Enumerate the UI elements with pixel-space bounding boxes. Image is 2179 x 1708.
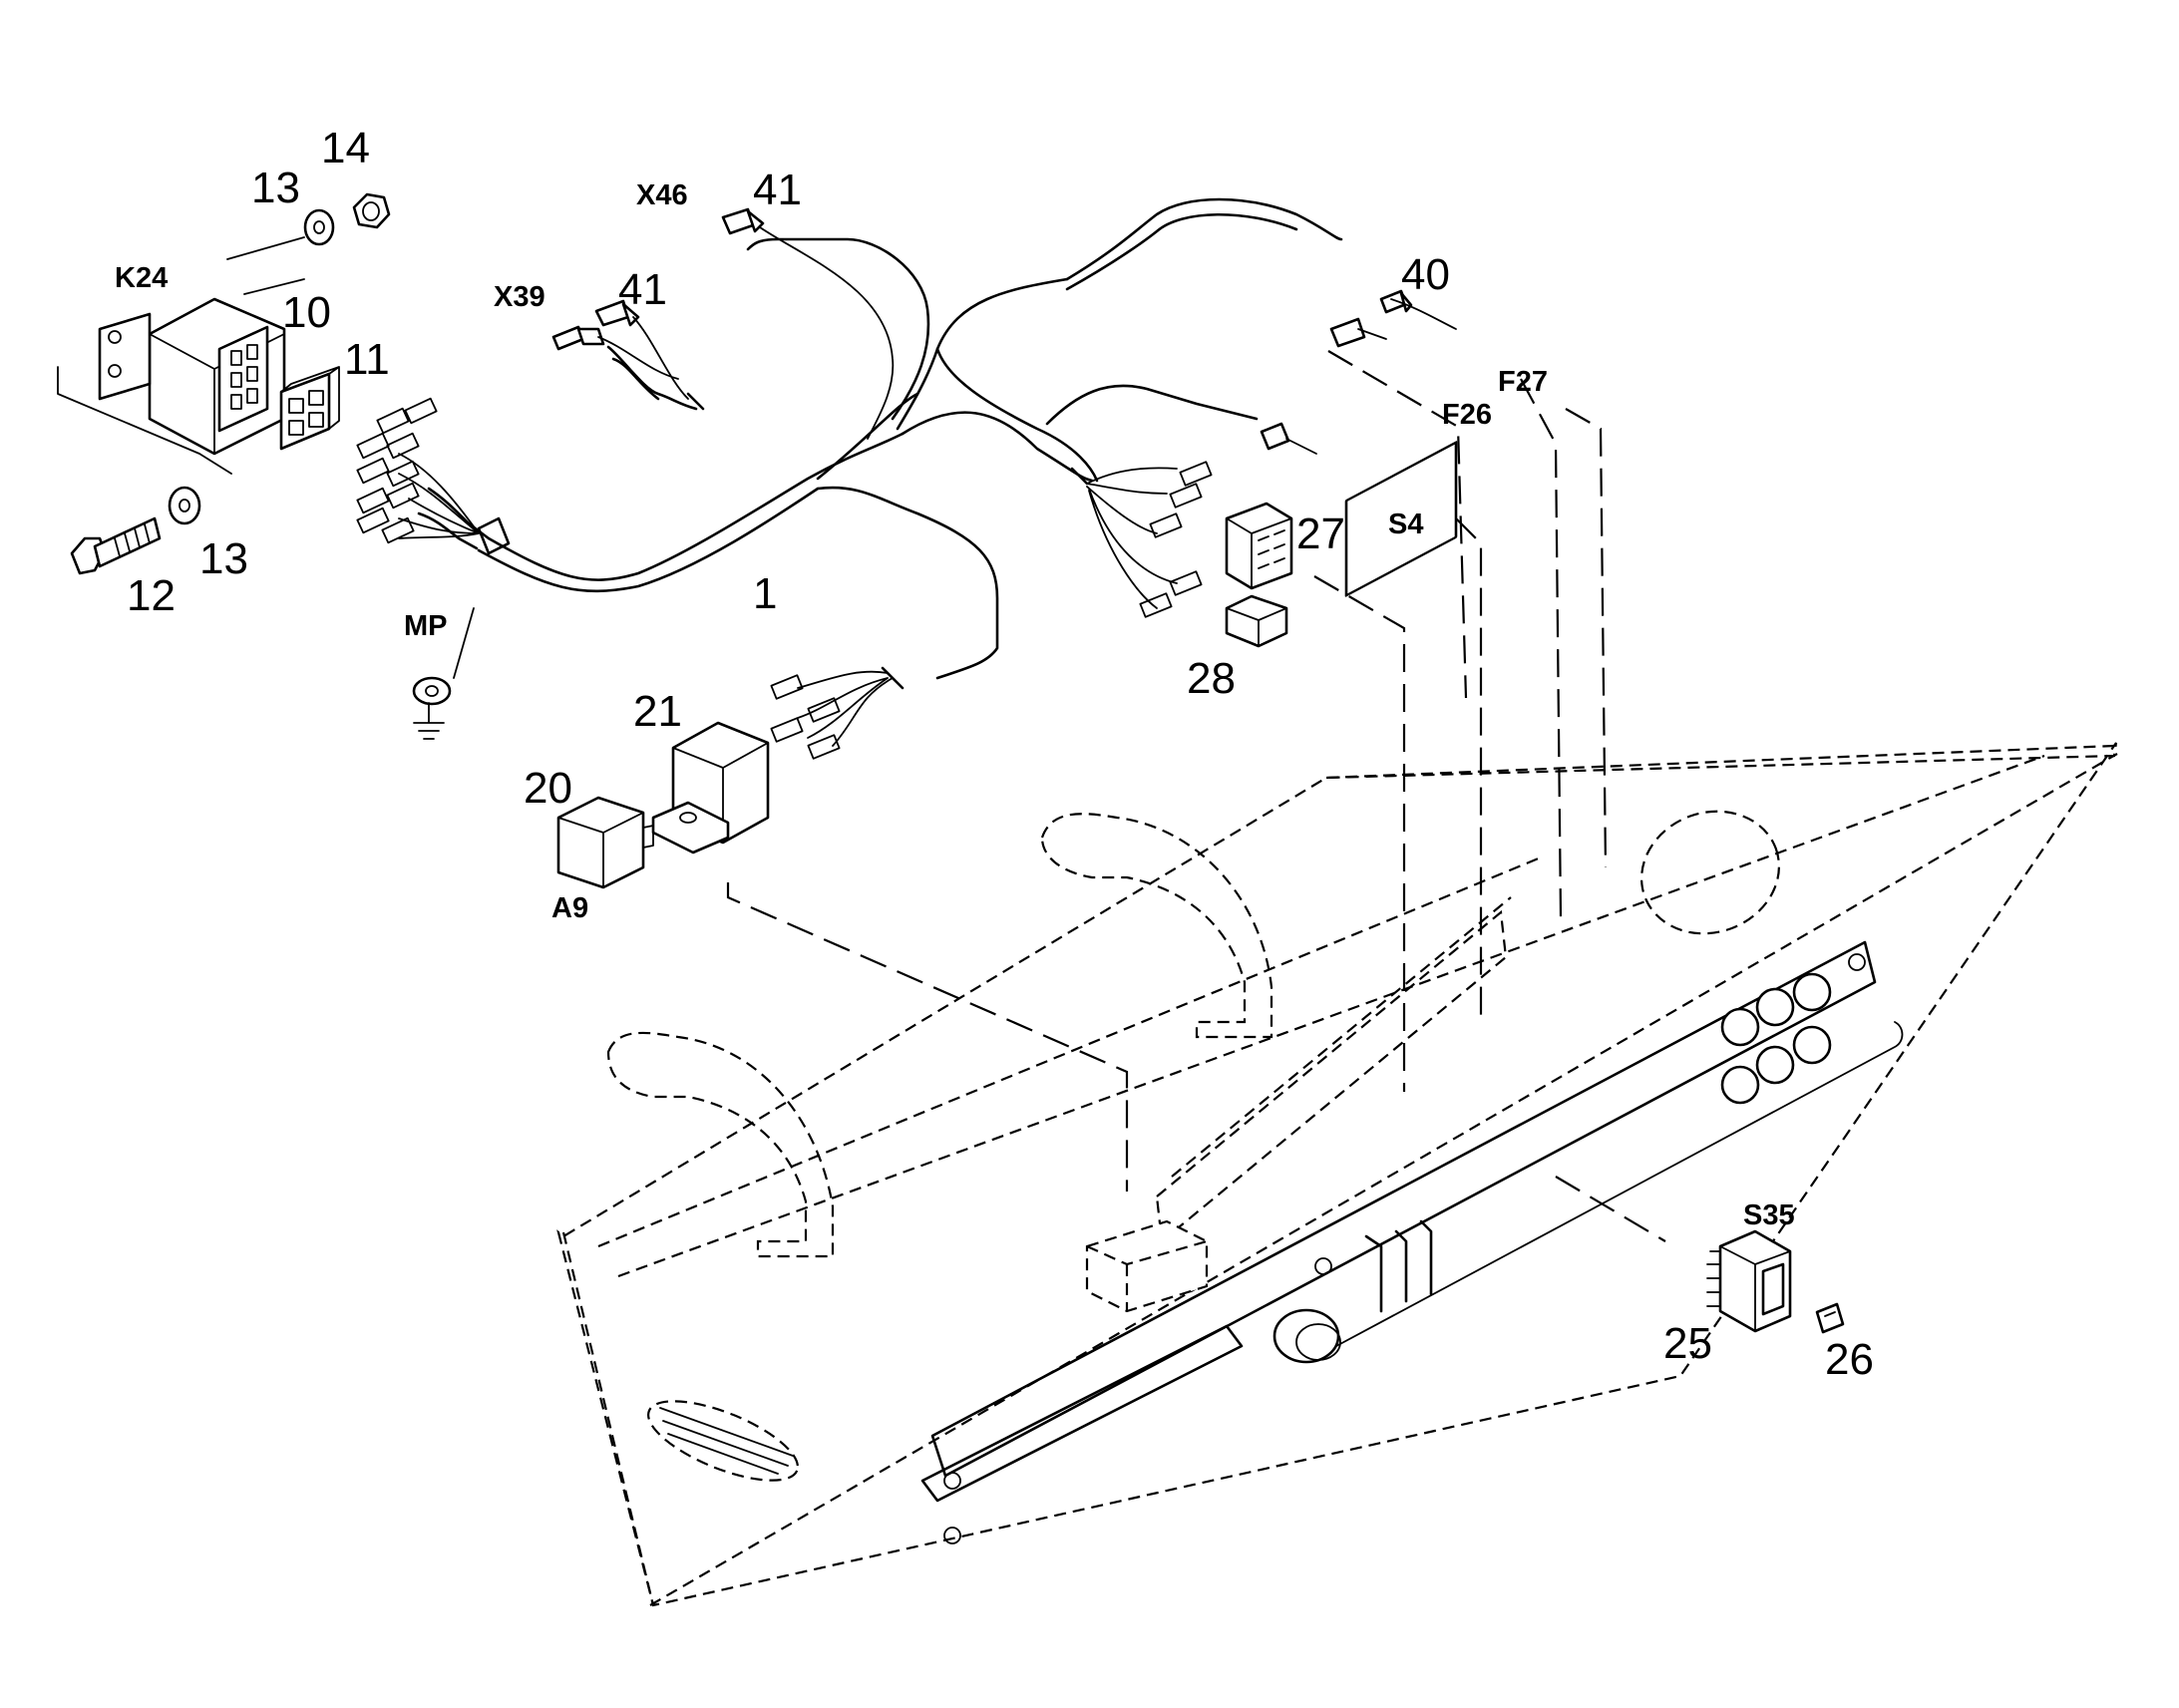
dashboard-panel [556, 441, 2118, 1607]
label-14: 14 [321, 124, 370, 172]
connector-28 [1225, 594, 1288, 648]
label-s35: S35 [1743, 1199, 1795, 1231]
plug-s4 [1260, 422, 1317, 455]
relay-k24-group [57, 236, 305, 475]
label-a9: A9 [551, 892, 588, 924]
switch-cap-26 [1815, 1302, 1845, 1334]
nut-14 [352, 192, 391, 229]
label-mp: MP [404, 610, 448, 642]
label-27: 27 [1296, 510, 1345, 558]
label-s4: S4 [1388, 509, 1423, 540]
label-x46: X46 [636, 179, 688, 211]
plug-x39 [551, 325, 679, 380]
label-41-top: 41 [753, 166, 802, 214]
label-f27: F27 [1498, 366, 1548, 398]
label-13-lower: 13 [199, 534, 248, 583]
label-26: 26 [1825, 1335, 1874, 1384]
label-41-left: 41 [618, 265, 667, 314]
wiring-harness [398, 197, 1343, 747]
washer-13-lower [168, 486, 201, 525]
plug-f26 [1329, 317, 1387, 348]
plug-40 [1379, 289, 1457, 330]
label-11: 11 [344, 335, 390, 384]
connector-27 [1225, 502, 1293, 590]
label-12: 12 [127, 571, 176, 620]
connector-11 [279, 366, 340, 451]
label-10: 10 [282, 288, 331, 337]
ground-mp [412, 676, 452, 740]
leader-lines [726, 350, 1666, 1242]
label-f26: F26 [1442, 399, 1492, 431]
label-k24: K24 [115, 262, 168, 294]
terminal-pins-left [356, 397, 438, 544]
terminal-pins-right [1139, 461, 1213, 618]
plug-x46 [721, 207, 895, 440]
terminal-pins-middle [770, 674, 841, 760]
washer-13-upper [303, 208, 335, 246]
callout-labels: 14 13 K24 10 11 12 13 1 MP X39 41 X46 41… [115, 124, 1874, 1384]
label-40: 40 [1401, 250, 1450, 299]
label-1: 1 [753, 569, 777, 618]
relay-socket-21 [651, 721, 770, 854]
switch-25 [1706, 1229, 1792, 1333]
bolt-12 [70, 516, 162, 575]
relay-20 [556, 796, 654, 889]
label-21: 21 [633, 687, 682, 736]
plug-41-left [594, 299, 689, 400]
label-13-upper: 13 [251, 164, 300, 212]
label-28: 28 [1187, 654, 1236, 703]
gauge-cluster [1720, 972, 1832, 1105]
label-x39: X39 [494, 281, 545, 313]
label-20: 20 [524, 764, 572, 813]
label-25: 25 [1663, 1319, 1712, 1368]
